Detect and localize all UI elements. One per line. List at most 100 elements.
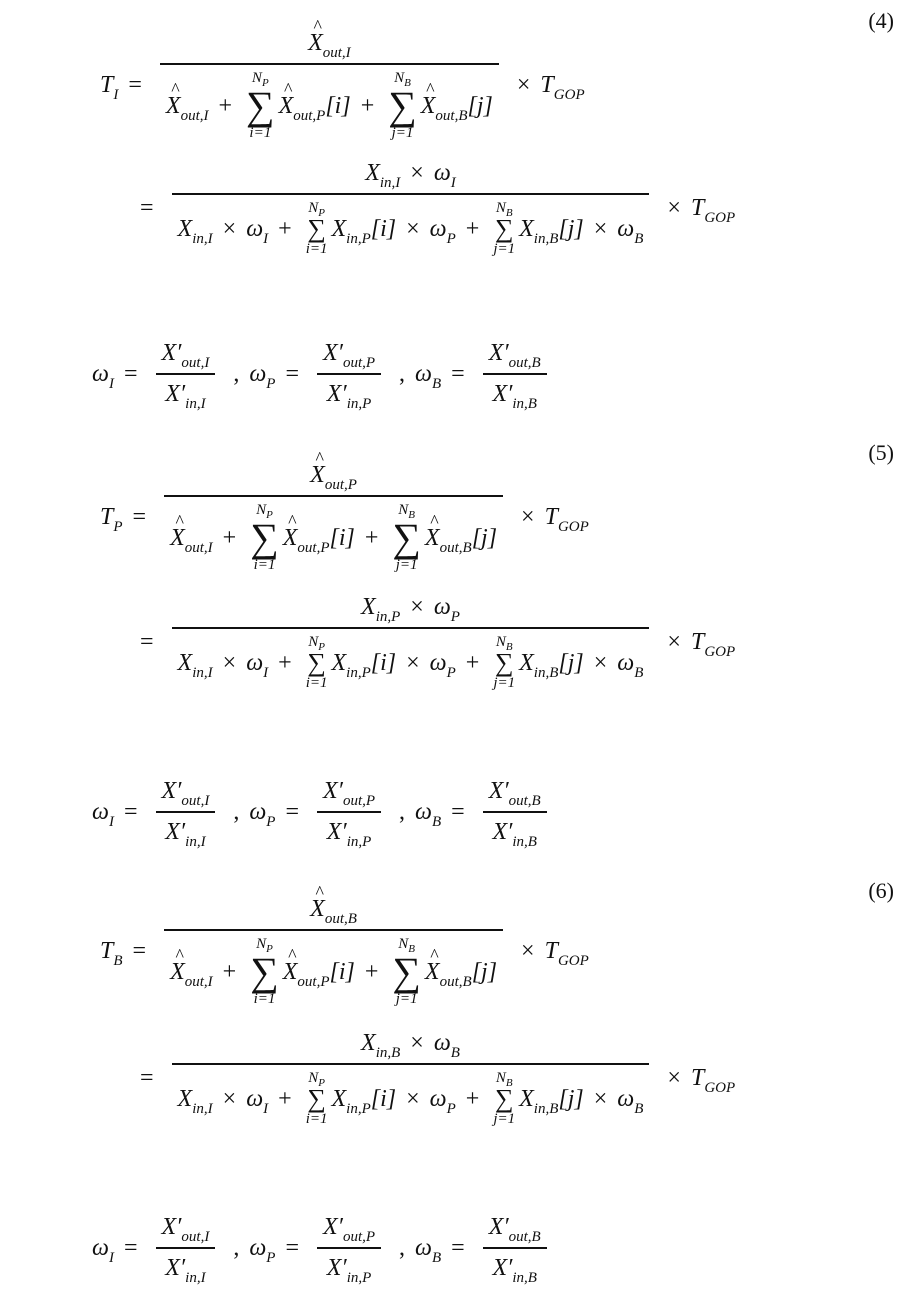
symbol: N — [495, 200, 506, 216]
symbol: ω — [415, 798, 432, 825]
fraction-bar — [482, 811, 547, 813]
symbol: X′ — [323, 1214, 343, 1240]
symbol: X — [424, 958, 440, 985]
omega-I: ωI — [92, 1235, 114, 1266]
symbol: X′ — [165, 819, 186, 845]
subscript: out,I — [184, 539, 213, 556]
symbol: X — [331, 215, 347, 242]
math-variable: Xin,I — [365, 160, 400, 191]
symbol: T — [690, 195, 705, 221]
fraction-bar — [164, 929, 504, 931]
symbol: X — [310, 896, 325, 922]
index: [i] — [370, 649, 397, 676]
math-variable: TGOP — [540, 72, 584, 103]
math-variable: Xout,P — [283, 945, 330, 990]
subscript: in,B — [512, 1270, 537, 1286]
symbol: X′ — [488, 340, 509, 366]
symbol: ω — [433, 160, 451, 186]
subscript: P — [261, 77, 269, 89]
math-variable: X′out,B — [488, 778, 541, 809]
numerator: X′out,I — [156, 778, 216, 811]
symbol: N — [256, 936, 267, 952]
math-variable: X′out,I — [161, 778, 210, 809]
operator: + — [364, 524, 379, 551]
subscript: in,B — [512, 834, 537, 850]
symbol: X — [308, 30, 323, 56]
comma: , — [399, 798, 406, 825]
symbol: ω — [617, 215, 635, 242]
math-variable: Xin,P — [331, 650, 370, 681]
symbol: T — [690, 629, 705, 655]
summation: NP∑i=1 — [306, 1071, 328, 1127]
symbol: X — [170, 958, 185, 985]
symbol: X′ — [165, 1255, 186, 1281]
symbol: X′ — [161, 778, 182, 804]
sum-upper-limit: NP — [308, 1071, 325, 1089]
subscript: P — [266, 1249, 276, 1266]
operator: = — [140, 195, 154, 221]
subscript: I — [108, 813, 114, 830]
subscript: B — [505, 207, 513, 219]
subscript: in,P — [346, 1270, 372, 1286]
index: [j] — [471, 958, 498, 985]
symbol: T — [100, 504, 114, 530]
symbol: ω — [246, 215, 264, 242]
operator: = — [132, 938, 147, 964]
fraction: Xout,PXout,I+NP∑i=1Xout,P[i]+NB∑j=1Xout,… — [164, 448, 504, 573]
operator: × — [521, 504, 535, 530]
operator: = — [451, 360, 465, 387]
omega-P: ωP — [249, 799, 275, 830]
subscript: in,I — [192, 664, 213, 681]
operator: + — [222, 524, 237, 551]
operator: × — [516, 72, 531, 98]
operator: + — [222, 958, 237, 985]
math-variable: X′in,I — [165, 1255, 205, 1286]
gop-factor: ×TGOP — [511, 504, 589, 535]
symbol: X′ — [323, 778, 343, 804]
symbol: X — [177, 1085, 193, 1112]
comma: , — [233, 1234, 240, 1261]
symbol: N — [256, 502, 267, 518]
math-variable: X′in,P — [327, 381, 372, 412]
subscript: out,B — [324, 911, 357, 927]
math-variable: X′in,I — [165, 381, 205, 412]
math-variable: Xout,P — [279, 79, 326, 124]
subscript: I — [263, 1100, 269, 1117]
index: [i] — [325, 92, 351, 119]
subscript: B — [505, 641, 513, 653]
sigma-icon: ∑ — [392, 515, 421, 560]
symbol: X′ — [488, 778, 509, 804]
subscript: out,I — [181, 793, 210, 809]
sigma-icon: ∑ — [307, 1084, 326, 1113]
math-variable: ωI — [246, 215, 268, 247]
sum-upper-limit: NB — [398, 937, 415, 955]
subscript: P — [266, 375, 276, 392]
subscript: I — [263, 230, 269, 247]
math-variable: TGOP — [545, 938, 589, 969]
summation: NB∑j=1 — [493, 201, 515, 257]
symbol: ω — [617, 1085, 635, 1112]
numerator: X′out,B — [483, 340, 547, 373]
math-variable: Xout,I — [166, 79, 209, 124]
summation: NP∑i=1 — [306, 201, 328, 257]
comma: , — [399, 1234, 406, 1261]
subscript: in,P — [346, 664, 371, 681]
index: [i] — [370, 215, 397, 242]
denominator: X′in,P — [321, 375, 378, 412]
operator: × — [593, 1085, 608, 1112]
symbol: ω — [433, 1030, 451, 1056]
symbol: N — [495, 634, 506, 650]
omega-B: ωB — [415, 798, 441, 830]
sum-lower-limit: i=1 — [249, 125, 272, 141]
sigma-icon: ∑ — [388, 83, 417, 128]
operator: = — [285, 1234, 300, 1261]
summation: NB∑j=1 — [493, 1071, 515, 1127]
sum-lower-limit: j=1 — [493, 1111, 516, 1127]
sigma-icon: ∑ — [392, 949, 421, 994]
subscript: in,P — [346, 396, 372, 412]
operator: × — [406, 215, 420, 242]
